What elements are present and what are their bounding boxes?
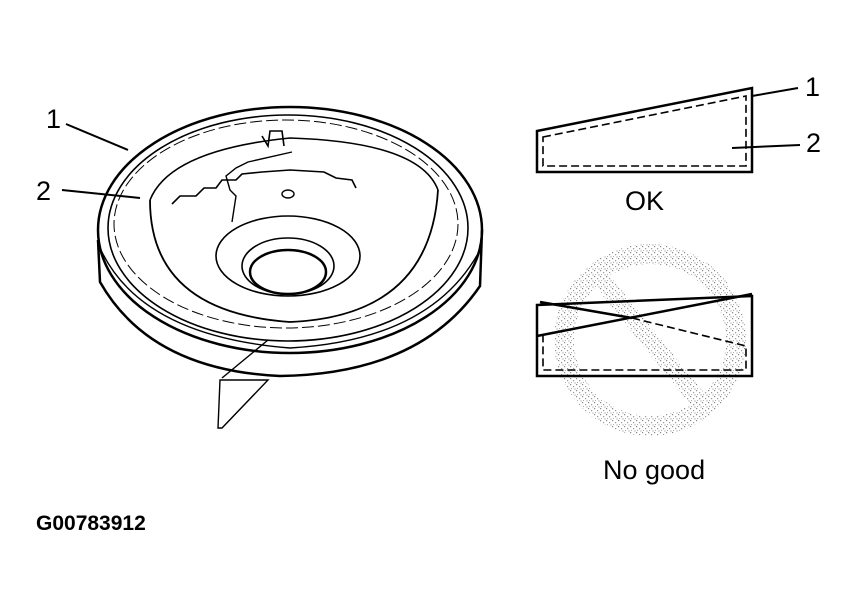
figure-code: G00783912 — [36, 512, 146, 535]
ng-seal-cross-b — [539, 300, 633, 320]
ng-seal-outline — [535, 294, 754, 378]
callout-piston-2: 2 — [36, 176, 52, 206]
piston-side-band — [99, 247, 481, 349]
ng-seal-lip-dashed — [542, 317, 747, 371]
leader-piston-2 — [61, 189, 141, 199]
ok-caption: OK — [625, 186, 665, 216]
piston-side-wall — [96, 229, 484, 378]
ng-seal-cross-a — [536, 292, 753, 338]
no-good-section — [535, 244, 754, 436]
leader-piston-1 — [65, 123, 129, 151]
piston-small-hole — [281, 189, 295, 199]
leader-ok-2 — [731, 144, 801, 149]
piston-bowl-rim — [149, 137, 439, 201]
no-sign-slash — [592, 272, 708, 408]
callout-ok-2: 2 — [806, 128, 822, 158]
piston-bowl-wall — [149, 189, 439, 323]
no-sign-ring — [554, 244, 746, 436]
piston-cut-top — [225, 151, 293, 223]
piston-notch — [261, 130, 285, 149]
piston-lip-teeth — [171, 169, 357, 205]
piston-cut-bottom — [217, 379, 270, 429]
piston-hub-outer — [215, 215, 361, 297]
ok-section — [535, 86, 801, 174]
piston-cut-link — [221, 339, 269, 379]
piston-rim-groove — [113, 119, 459, 329]
piston-hub-hole — [248, 248, 328, 296]
callout-ok-1: 1 — [805, 72, 821, 102]
piston-rim-outer — [96, 105, 484, 355]
piston-drawing — [96, 105, 484, 429]
ok-seal-lip-dashed — [542, 95, 747, 167]
leader-ok-1 — [751, 87, 799, 97]
piston-hub-mid — [241, 237, 335, 295]
no-good-caption: No good — [603, 455, 706, 485]
callout-piston-1: 1 — [46, 104, 62, 134]
ok-seal-outline — [535, 86, 754, 174]
no-sign-icon — [554, 244, 746, 436]
piston-rim-inner — [107, 114, 469, 342]
